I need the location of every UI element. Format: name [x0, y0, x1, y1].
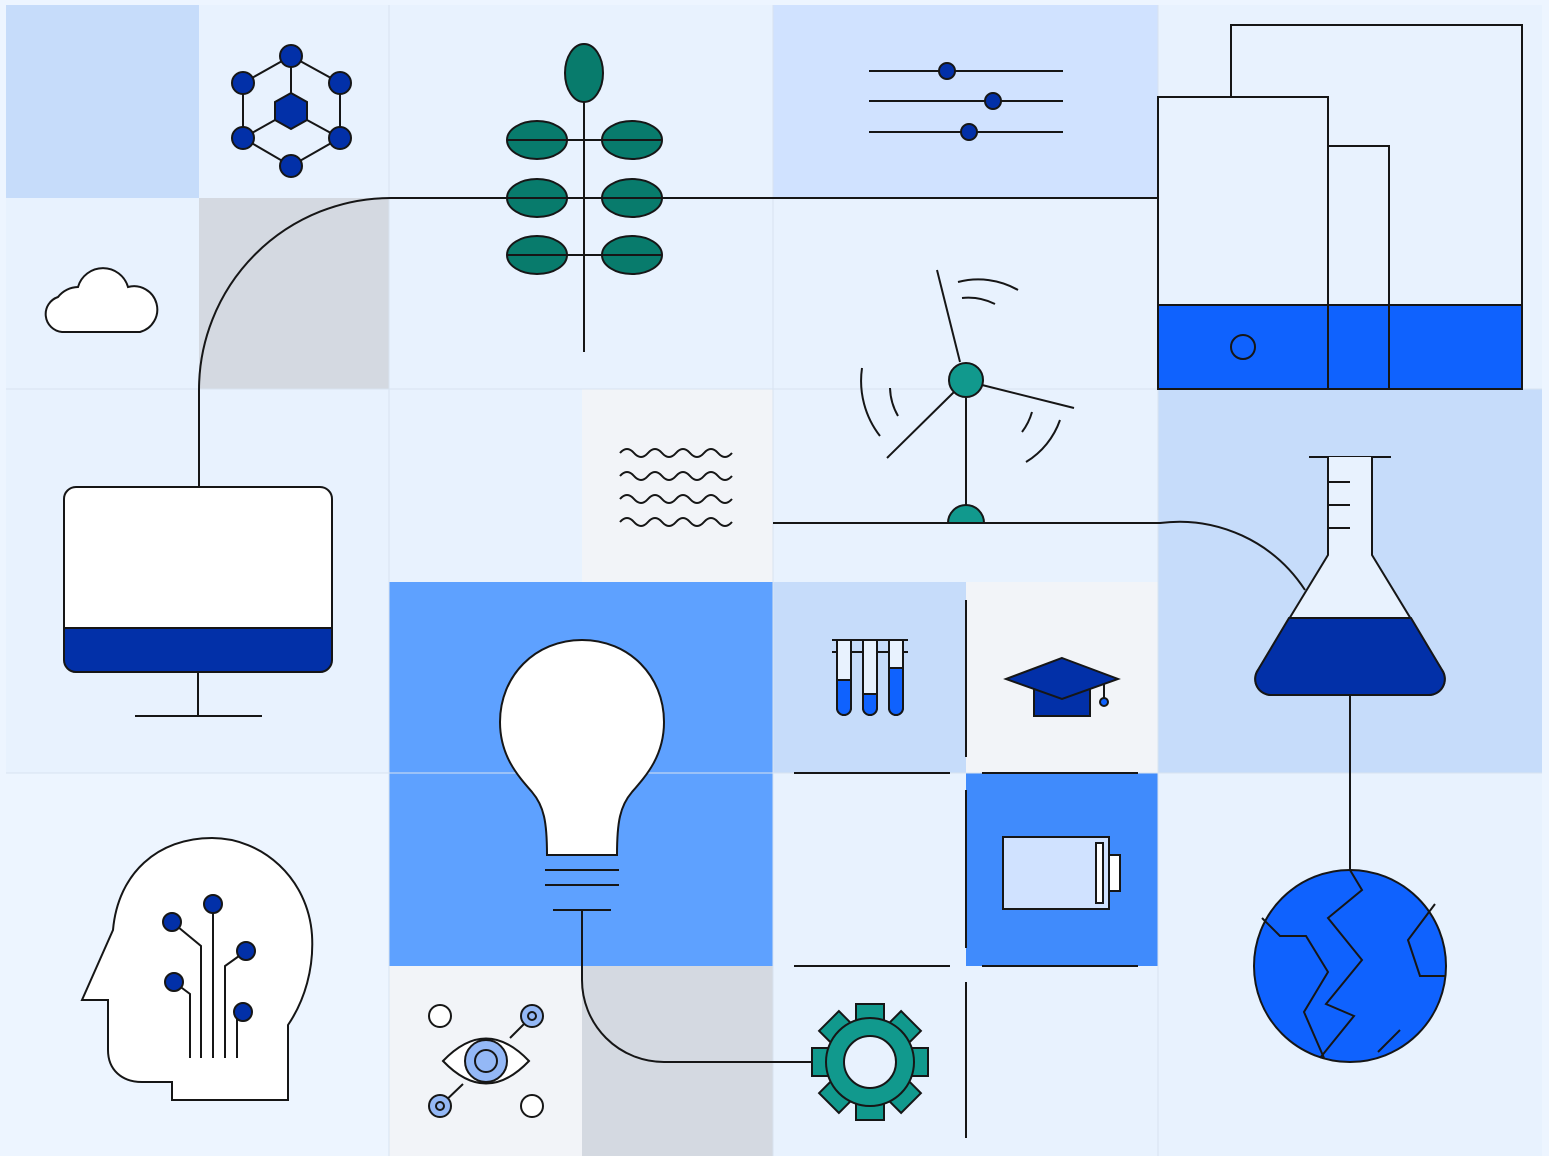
flask-icon — [1254, 456, 1446, 697]
storage-boxes-icon — [1157, 24, 1523, 390]
connector-lines — [198, 197, 1351, 1063]
waves-icon — [619, 448, 733, 527]
tile — [582, 389, 773, 582]
molecule-icon — [231, 44, 352, 178]
cloud-icon — [44, 267, 159, 333]
globe-icon — [1253, 869, 1447, 1063]
tile — [6, 5, 199, 198]
gear-icon — [811, 1003, 929, 1121]
grid-separators — [794, 600, 1138, 1138]
tile — [773, 773, 966, 966]
head-circuit-icon — [80, 836, 314, 1101]
tile — [199, 198, 389, 389]
plant-icon — [506, 43, 663, 352]
monitor-icon — [63, 486, 333, 717]
sliders-icon — [869, 62, 1063, 141]
tile — [389, 389, 582, 582]
graduation-cap-icon — [1003, 656, 1121, 717]
eye-network-icon — [428, 1004, 544, 1118]
wind-turbine-icon — [860, 269, 1075, 524]
test-tubes-icon — [832, 639, 908, 716]
lightbulb-icon — [498, 638, 666, 911]
battery-icon — [1002, 836, 1121, 910]
